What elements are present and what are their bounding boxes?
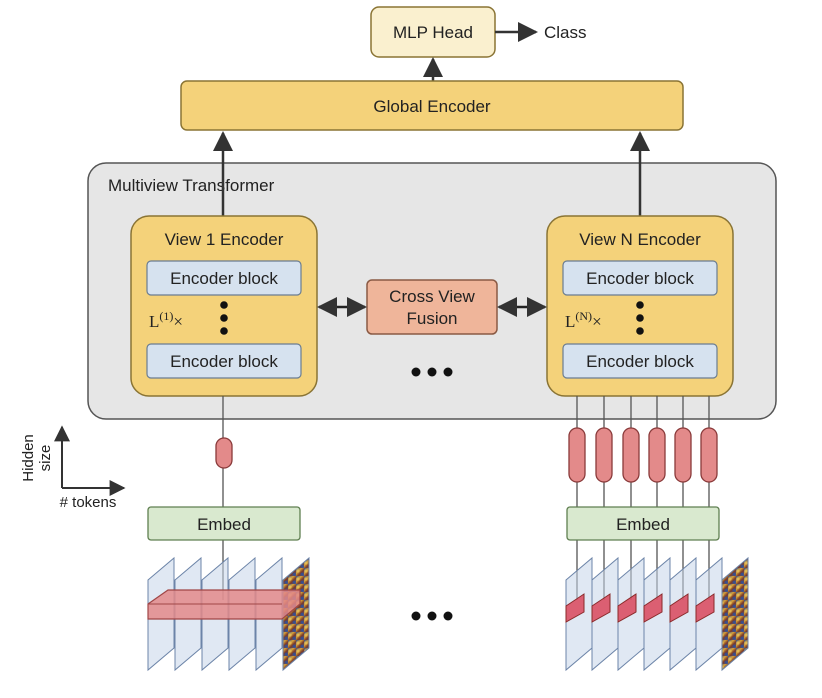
axis-indicator: Hidden size # tokens [20,425,126,511]
view1-encoder-block-bottom-label: Encoder block [170,352,278,371]
mlp-head-label: MLP Head [393,23,473,42]
viewN-encoder-title: View N Encoder [579,230,701,249]
view1-frame [282,556,310,672]
fusion-line2: Fusion [406,309,457,328]
view1-frames [147,556,310,672]
view1-encoder-block-top-label: Encoder block [170,269,278,288]
fusion-line1: Cross View [389,287,475,306]
viewN-patch [591,593,611,623]
viewN-token [595,427,613,483]
view1-encoder: View 1 Encoder Encoder block L(1)× Encod… [130,215,318,397]
viewN-token [700,427,718,483]
embed-right-label: Embed [616,515,670,534]
embed-left-label: Embed [197,515,251,534]
viewN-repeat-label: L(N)× [565,309,602,331]
viewN-patch [695,593,715,623]
views-ellipsis-icon [411,367,453,377]
viewN-patch [643,593,663,623]
viewN-token [648,427,666,483]
viewN-encoder-block-bottom [562,343,718,379]
viewN-ellipsis-icon [636,301,644,335]
view1-token [215,437,233,469]
viewN-token [568,427,586,483]
axis-y-label-line1: Hidden [20,434,37,482]
viewN-token [622,427,640,483]
viewN-tokens [568,427,718,483]
viewN-encoder: View N Encoder Encoder block L(N)× Encod… [546,215,734,397]
viewN-patch [617,593,637,623]
viewN-encoder-block-bottom-label: Encoder block [586,352,694,371]
cross-view-fusion: Cross View Fusion [366,279,498,335]
viewN-patch [565,593,585,623]
frames-ellipsis-icon [411,611,453,621]
global-encoder-label: Global Encoder [373,97,491,116]
view1-encoder-block-bottom [146,343,302,379]
viewN-token [674,427,692,483]
embed-right: Embed [566,506,720,541]
view1-encoder-title: View 1 Encoder [165,230,284,249]
axis-y-label-line2: size [37,445,54,472]
multiview-transformer-label: Multiview Transformer [108,176,275,195]
viewN-frame [721,556,749,672]
view1-encoder-block-top [146,260,302,296]
viewN-patch [669,593,689,623]
class-label: Class [544,23,587,42]
viewN-frames [565,556,749,672]
view1-repeat-label: L(1)× [149,309,183,331]
viewN-encoder-block-top [562,260,718,296]
mlp-head: MLP Head [370,6,496,58]
viewN-encoder-block-top-label: Encoder block [586,269,694,288]
axis-x-label: # tokens [60,494,117,511]
embed-left: Embed [147,506,301,541]
global-encoder: Global Encoder [180,80,684,131]
view1-ellipsis-icon [220,301,228,335]
